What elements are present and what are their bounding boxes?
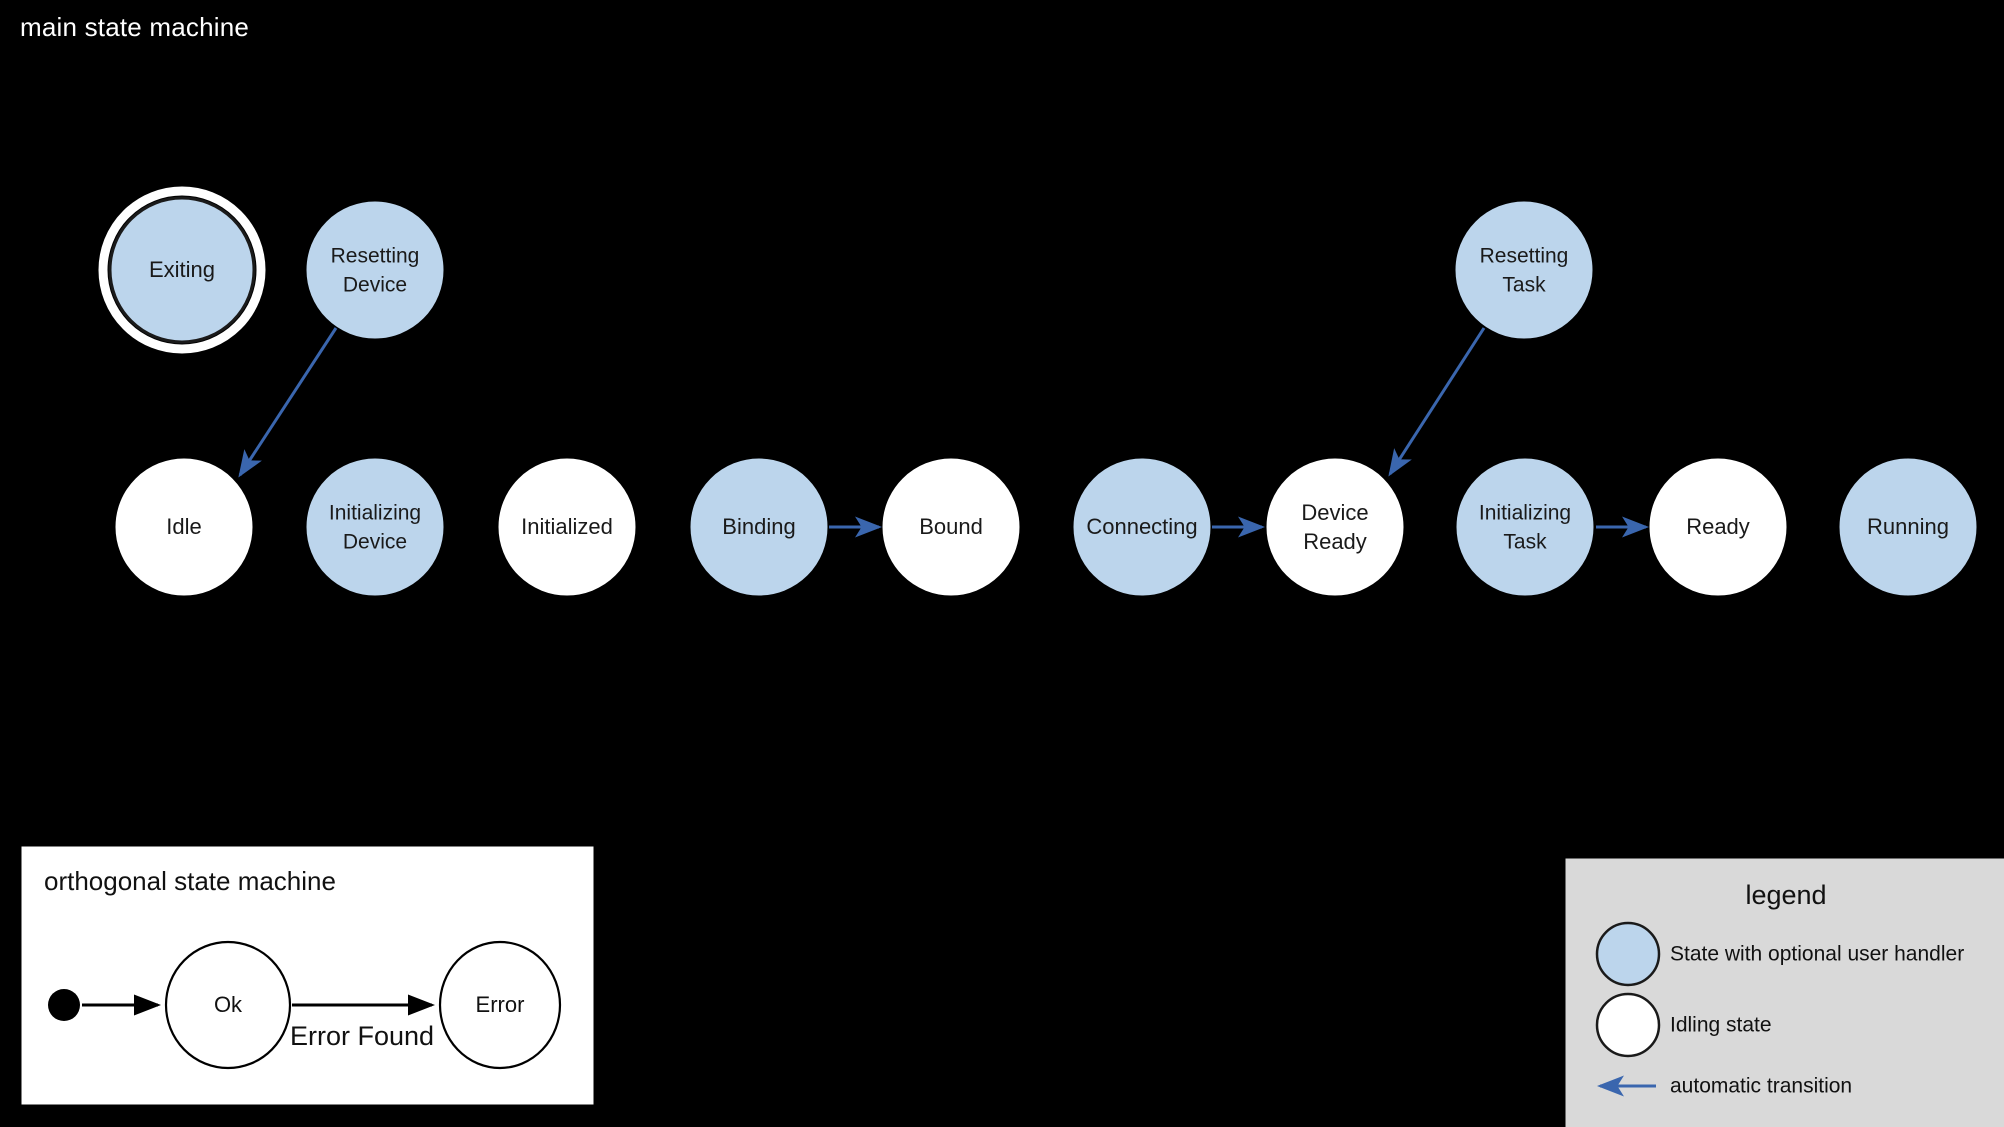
legend-title: legend [1745,880,1826,910]
state-node-initializing-device[interactable]: Initializing Device [306,458,444,596]
state-node-initialized-label: Initialized [521,514,613,539]
state-node-connecting-shape [1073,458,1211,596]
orthogonal-state-machine-panel: orthogonal state machine Ok Error Found … [21,846,594,1105]
state-node-resetting-device-label-line2: Device [343,274,407,297]
orthogonal-state-node-ok-label: Ok [214,992,243,1017]
state-node-initialized-shape [498,458,636,596]
transition-resetting-device-to-idle [238,327,338,478]
state-node-exiting-label: Exiting [149,257,215,282]
legend-item-handler-state: State with optional user handler [1595,921,1964,987]
state-node-idle[interactable]: Idle [115,458,253,596]
state-node-idle-label: Idle [166,514,201,539]
orthogonal-panel-title: orthogonal state machine [44,866,336,896]
state-node-device-ready-label-line2: Ready [1303,529,1367,554]
state-node-resetting-task-label-line1: Resetting [1480,245,1569,268]
state-node-bound-label: Bound [919,514,983,539]
state-node-connecting-label: Connecting [1086,514,1197,539]
state-node-resetting-task-shape [1455,201,1593,339]
state-node-resetting-device-shape [306,201,444,339]
state-node-device-ready[interactable]: Device Ready [1266,458,1404,596]
state-node-initialized[interactable]: Initialized [498,458,636,596]
state-node-exiting-shape [108,196,256,344]
legend-item-handler-state-label: State with optional user handler [1670,943,1964,966]
legend-background [1565,858,2004,1127]
state-node-ready-label: Ready [1686,514,1750,539]
orthogonal-start-node[interactable] [48,989,80,1021]
state-node-bound-shape [882,458,1020,596]
state-node-binding-label: Binding [722,514,795,539]
orthogonal-state-node-error-label: Error [476,992,525,1017]
state-node-device-ready-shape [1266,458,1404,596]
transition-resetting-task-to-device-ready [1388,327,1486,477]
legend-item-idling-state: Idling state [1595,992,1772,1058]
orthogonal-state-node-error[interactable] [438,940,562,1070]
legend-blue-circle-icon [1595,921,1661,987]
state-node-binding[interactable]: Binding [690,458,828,596]
state-node-resetting-device-label-line1: Resetting [331,245,420,268]
main-transitions [238,327,1649,538]
state-node-device-ready-label-line1: Device [1301,500,1368,525]
state-node-exiting[interactable]: Exiting [98,186,266,354]
state-node-binding-shape [690,458,828,596]
state-node-running[interactable]: Running [1839,458,1977,596]
state-node-initializing-task-label-line1: Initializing [1479,502,1571,525]
state-node-initializing-device-shape [306,458,444,596]
state-node-resetting-task[interactable]: Resetting Task [1455,201,1593,339]
state-node-initializing-device-label-line1: Initializing [329,502,421,525]
state-node-initializing-device-label-line2: Device [343,531,407,554]
state-node-running-shape [1839,458,1977,596]
legend-item-automatic-transition: automatic transition [1597,1075,1852,1098]
state-node-initializing-task-shape [1456,458,1594,596]
legend-white-circle-icon [1595,992,1661,1058]
legend-panel: legend State with optional user handler … [1565,858,2004,1127]
state-node-initializing-task[interactable]: Initializing Task [1456,458,1594,596]
orthogonal-transition-ok-to-error-label: Error Found [290,1021,434,1051]
state-node-ready-shape [1649,458,1787,596]
state-node-ready[interactable]: Ready [1649,458,1787,596]
state-node-idle-shape [115,458,253,596]
state-node-running-label: Running [1867,514,1949,539]
orthogonal-state-node-ok[interactable] [164,940,292,1070]
legend-item-idling-state-label: Idling state [1670,1014,1772,1037]
state-node-resetting-device[interactable]: Resetting Device [306,201,444,339]
state-node-resetting-task-label-line2: Task [1502,274,1546,297]
state-node-initializing-task-label-line2: Task [1503,531,1547,554]
state-node-bound[interactable]: Bound [882,458,1020,596]
page-title: main state machine [20,12,250,42]
legend-item-automatic-transition-label: automatic transition [1670,1075,1852,1098]
state-node-connecting[interactable]: Connecting [1073,458,1211,596]
